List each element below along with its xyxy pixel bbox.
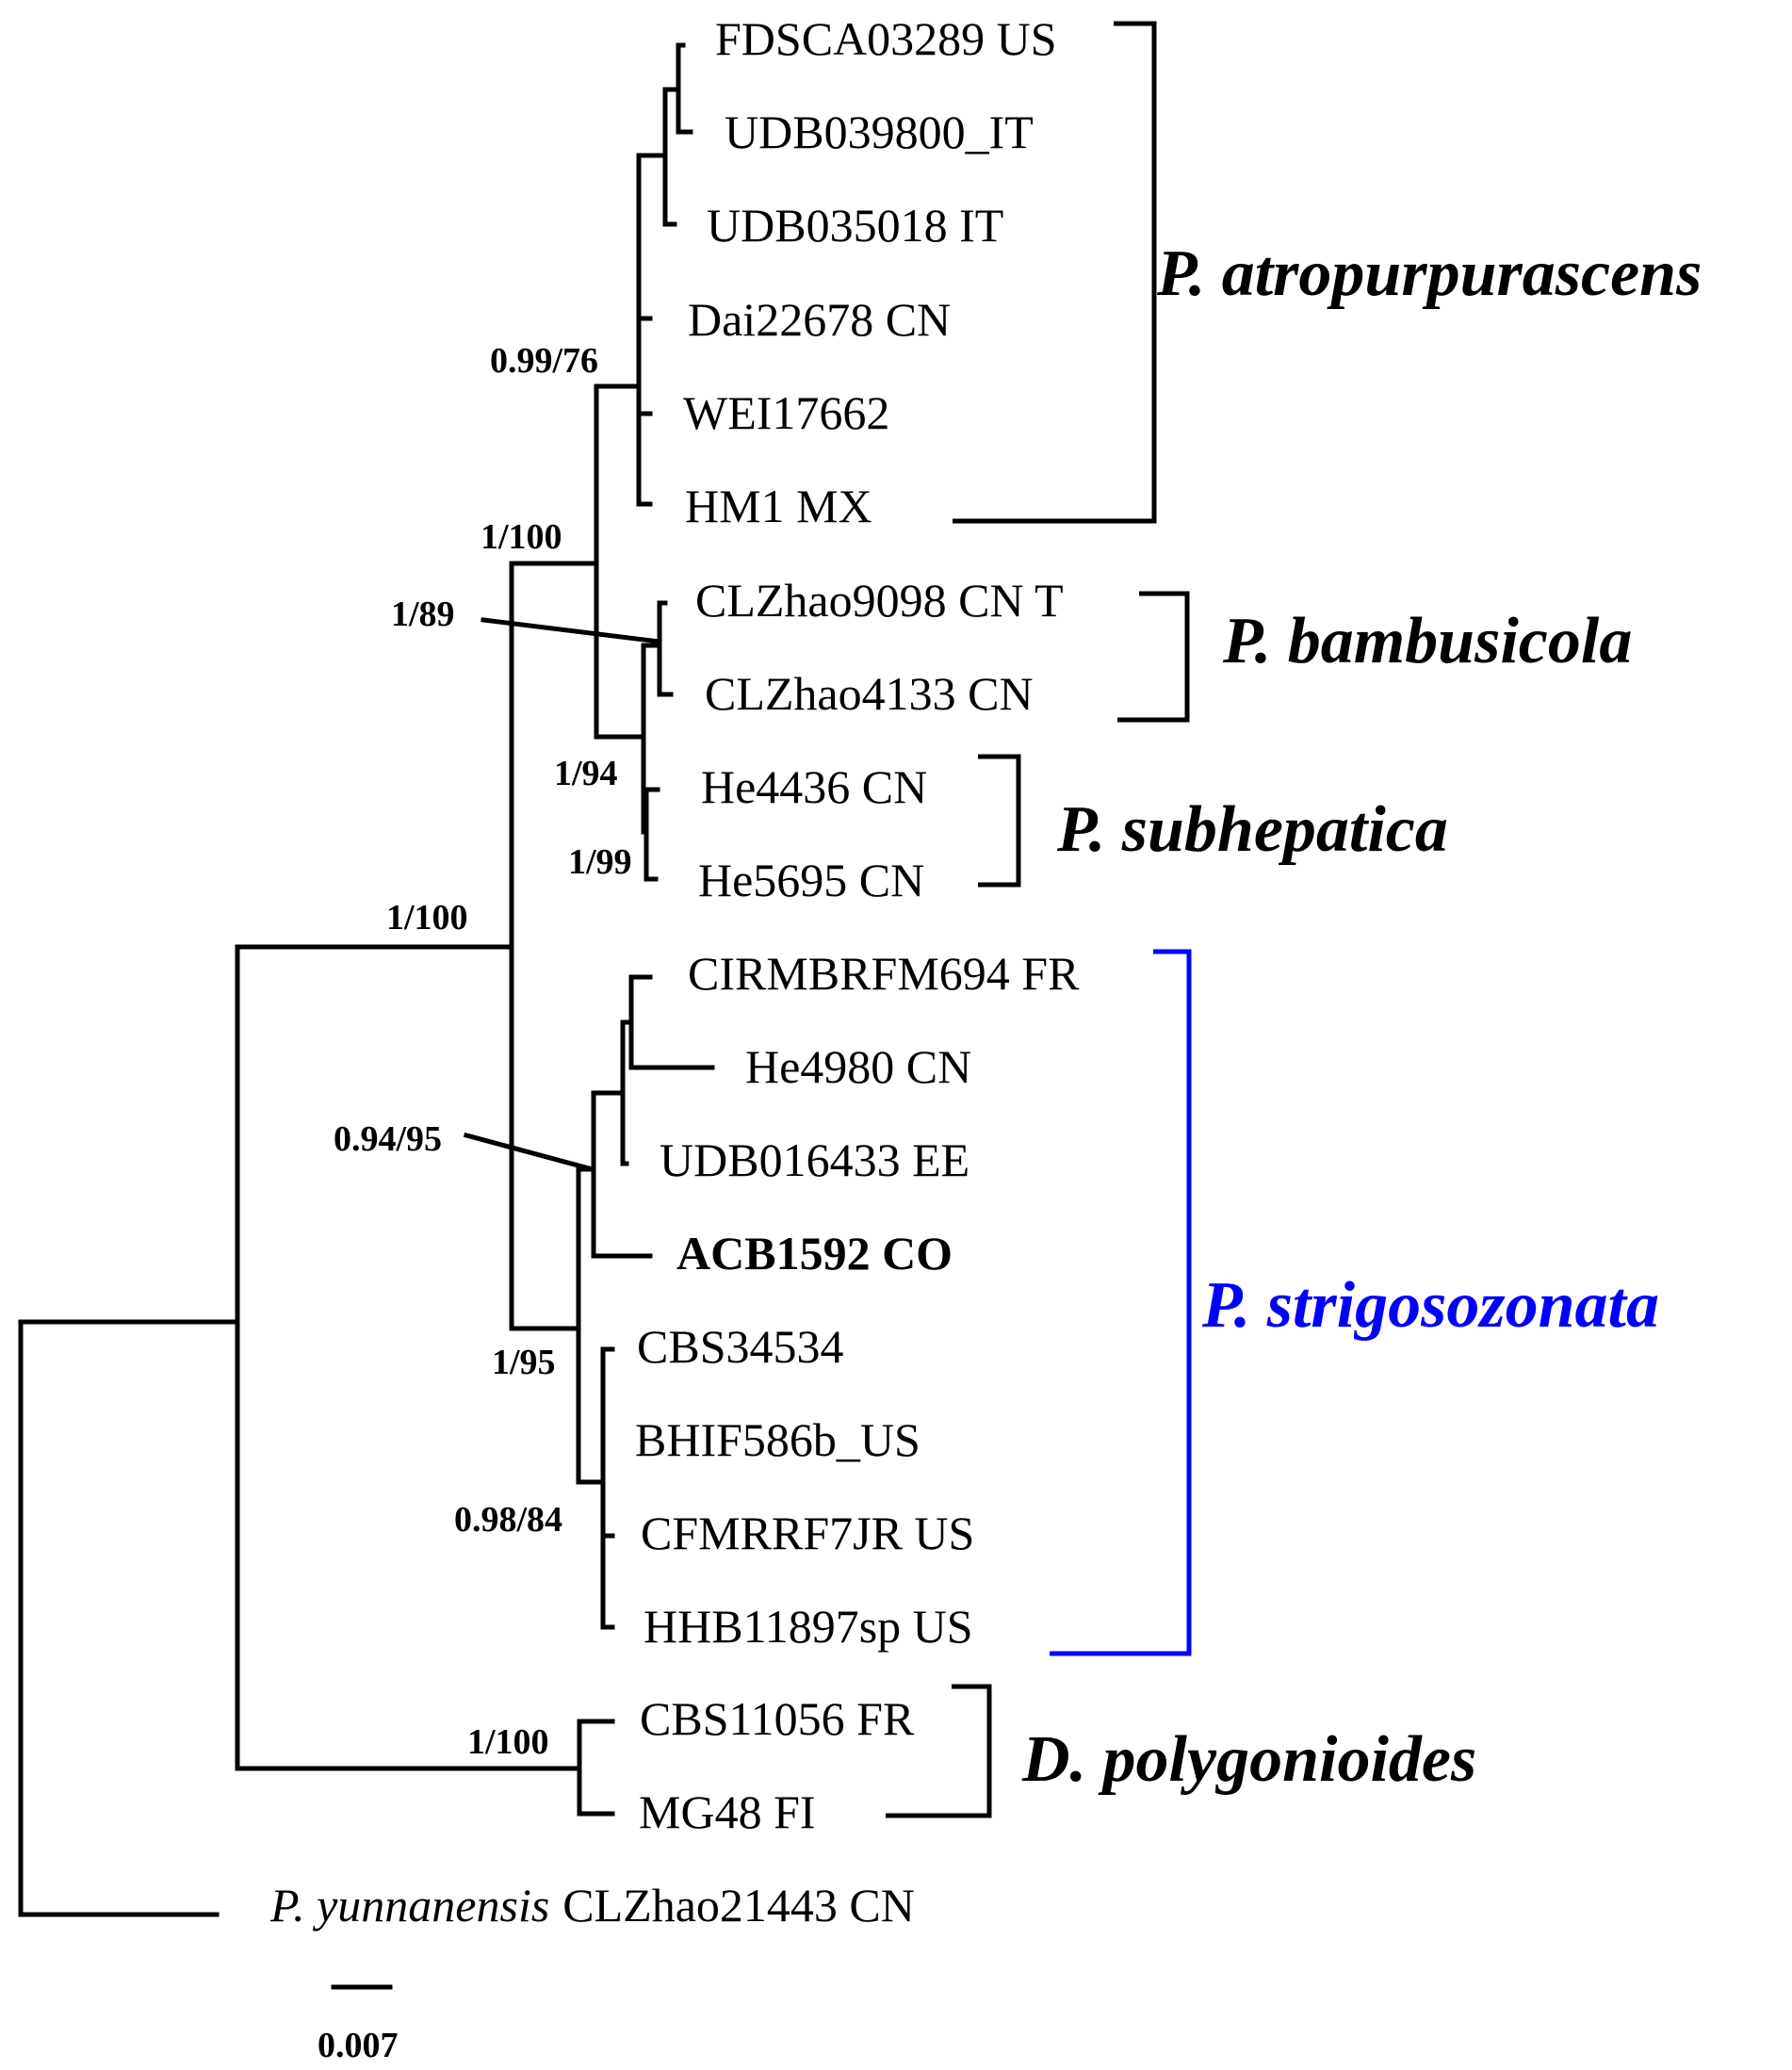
clade-brackets [886, 21, 1192, 1818]
branch-bambusicola [657, 600, 674, 697]
bracket-polygonioides [886, 1684, 992, 1818]
tip-label: BHIF586b_US [635, 1413, 920, 1466]
tip-label: CIRMBRFM694 FR [688, 947, 1080, 1000]
tip-label: CLZhao9098 CN T [695, 574, 1064, 627]
support-value: 0.99/76 [490, 341, 598, 381]
tip-label: UDB039800_IT [725, 106, 1034, 158]
tree-branches [18, 42, 715, 1917]
tip-label: UDB016433 EE [660, 1133, 969, 1186]
branch-major-split [509, 561, 599, 1331]
tip-label: MG48 FI [639, 1785, 816, 1838]
clade-label: D. polygonioides [1021, 1723, 1476, 1796]
support-value: 0.98/84 [454, 1500, 562, 1540]
tip-label: CLZhao4133 CN [705, 667, 1034, 720]
clade-label: P. atropurpurascens [1156, 237, 1702, 310]
tip-label: CFMRRF7JR US [641, 1507, 974, 1559]
branch-upper-split [594, 383, 646, 740]
support-value: 1/89 [391, 595, 455, 634]
tip-label: UDB035018 IT [707, 199, 1003, 252]
branch-ingroup [235, 944, 582, 1771]
tip-label: He4436 CN [701, 760, 927, 813]
support-value: 0.94/95 [334, 1119, 442, 1159]
clade-label: P. strigosozonata [1201, 1269, 1659, 1342]
tip-labels: FDSCA03289 US UDB039800_IT UDB035018 IT … [269, 12, 1080, 1931]
tip-label: HHB11897sp US [643, 1600, 973, 1653]
clade-labels: P. atropurpurascens P. bambusicola P. su… [1021, 237, 1702, 1796]
tip-label: Dai22678 CN [688, 293, 951, 346]
branch-strigosozonata-upper [591, 1090, 653, 1259]
tip-label: CBS11056 FR [640, 1692, 915, 1745]
bracket-bambusicola [1117, 591, 1190, 723]
tip-label: HM1 MX [685, 480, 872, 532]
support-value: 1/100 [481, 517, 562, 557]
branch-strigosozonata [576, 1166, 606, 1485]
tip-label: ACB1592 CO [676, 1227, 953, 1279]
scale-bar: 0.007 [318, 1984, 399, 2065]
tip-label: CBS34534 [637, 1320, 844, 1373]
support-value: 1/100 [386, 898, 468, 937]
bracket-strigosozonata [1050, 949, 1192, 1656]
support-leader-1-89 [481, 617, 662, 644]
branch-root [18, 1319, 240, 1917]
outgroup-specimen: CLZhao21443 CN [562, 1879, 915, 1931]
branch-atropurpurascens [636, 153, 668, 507]
outgroup-species-name: P. yunnanensis [269, 1879, 549, 1931]
support-value: 1/95 [492, 1343, 556, 1382]
support-value: 1/99 [568, 842, 632, 882]
branch-polygonioides [577, 1719, 615, 1817]
tip-label: He5695 CN [698, 854, 924, 906]
branch-atropurpurascens-sub2 [676, 42, 693, 135]
tip-label: FDSCA03289 US [715, 12, 1057, 65]
support-leader-0-94-95 [463, 1132, 593, 1172]
clade-label: P. subhepatica [1056, 793, 1448, 866]
bracket-subhepatica [978, 754, 1021, 888]
branch-strigosozonata-lower [600, 1346, 615, 1630]
tip-label: He4980 CN [745, 1040, 971, 1093]
support-value: 1/94 [554, 754, 618, 793]
bracket-atropurpurascens [953, 21, 1157, 524]
clade-label: P. bambusicola [1222, 605, 1632, 677]
support-values: 0.99/76 1/100 1/89 1/94 1/99 1/100 0.94/… [334, 341, 632, 1762]
tip-label: WEI17662 [683, 386, 889, 439]
branch-strigosozonata-upper3 [628, 974, 715, 1070]
scale-bar-label: 0.007 [318, 2026, 399, 2065]
support-value: 1/100 [467, 1722, 549, 1762]
branch-subhepatica [643, 787, 660, 882]
